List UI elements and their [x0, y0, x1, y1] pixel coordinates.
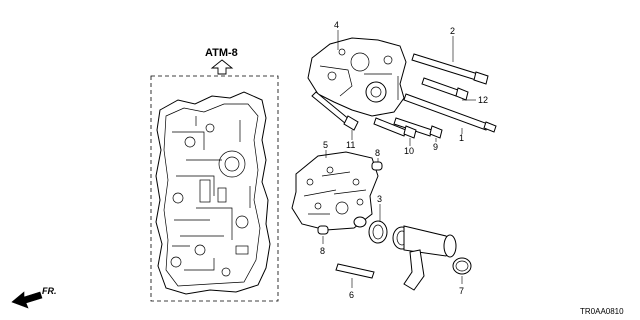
seal-ring-small — [353, 216, 367, 228]
pin — [335, 263, 375, 279]
bolt-long-1 — [403, 93, 497, 133]
bolt-9 — [393, 117, 443, 139]
callout-5: 5 — [323, 140, 328, 150]
front-direction-arrow-icon — [11, 291, 43, 309]
callout-11: 11 — [346, 140, 355, 150]
direction-label: FR. — [42, 286, 57, 296]
callout-4: 4 — [334, 20, 339, 30]
callout-8-lower: 8 — [320, 246, 325, 256]
stator-shaft — [403, 225, 457, 291]
o-ring — [452, 257, 472, 275]
bolt-12 — [421, 77, 469, 101]
valve-body-plate — [155, 91, 271, 295]
callout-7: 7 — [459, 286, 464, 296]
bolt-10 — [373, 117, 417, 139]
callout-9: 9 — [433, 142, 438, 152]
diagram-code: TR0AA0810 — [580, 307, 624, 316]
dowel-pin-lower — [317, 225, 329, 235]
reference-label: ATM-8 — [205, 47, 238, 59]
callout-6: 6 — [349, 290, 354, 300]
dowel-pin-upper — [371, 161, 383, 171]
up-arrow-icon — [210, 59, 234, 75]
callout-2: 2 — [450, 26, 455, 36]
leader-lines — [322, 30, 476, 288]
reference-group-outline — [150, 75, 279, 302]
callout-10: 10 — [404, 146, 414, 156]
callout-12: 12 — [478, 95, 488, 105]
bolt-long-2 — [411, 53, 489, 85]
callout-1: 1 — [459, 133, 464, 143]
callout-3: 3 — [377, 194, 382, 204]
bolt-11 — [311, 91, 359, 131]
separator-plate — [291, 151, 379, 231]
pump-housing — [307, 37, 407, 117]
callout-8-upper: 8 — [375, 148, 380, 158]
